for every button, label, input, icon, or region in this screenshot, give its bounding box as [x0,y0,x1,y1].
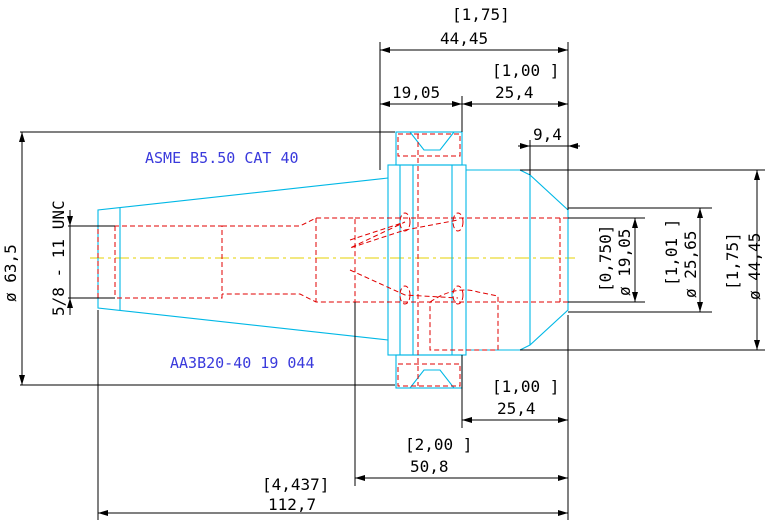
flange-right-mm: 25,4 [495,83,534,102]
dimension-lines [19,42,765,520]
bore-in: [0,750] [596,225,615,292]
overall-len-mm: 112,7 [268,495,316,514]
outer-dia-in: [1,75] [723,232,742,290]
bore-mm: ø 19,05 [615,229,634,296]
overall-width-mm: 44,45 [440,29,488,48]
hidden-features [97,133,568,387]
taper-dia: ø 63,5 [1,244,20,302]
mid-dia-in: [1,01 ] [662,219,681,286]
standard-note: ASME B5.50 CAT 40 [145,149,299,167]
overall-len-in: [4,437] [262,475,329,494]
flange-right-in: [1,00 ] [492,61,559,80]
flange-bottom-mm: 25,4 [497,399,536,418]
gauge-in: [2,00 ] [405,435,472,454]
overall-width-in: [1,75] [452,5,510,24]
nose-mm: 9,4 [533,125,562,144]
flange-bottom-in: [1,00 ] [492,377,559,396]
flange-left-mm: 19,05 [392,83,440,102]
outer-dia-mm: ø 44,45 [745,233,764,300]
thread-spec: 5/8 - 11 UNC [49,200,68,316]
mid-dia-mm: ø 25,65 [681,231,700,298]
gauge-mm: 50,8 [410,457,449,476]
tool-holder-body [97,131,569,389]
part-number-note: AA3B20-40 19 044 [170,354,315,372]
